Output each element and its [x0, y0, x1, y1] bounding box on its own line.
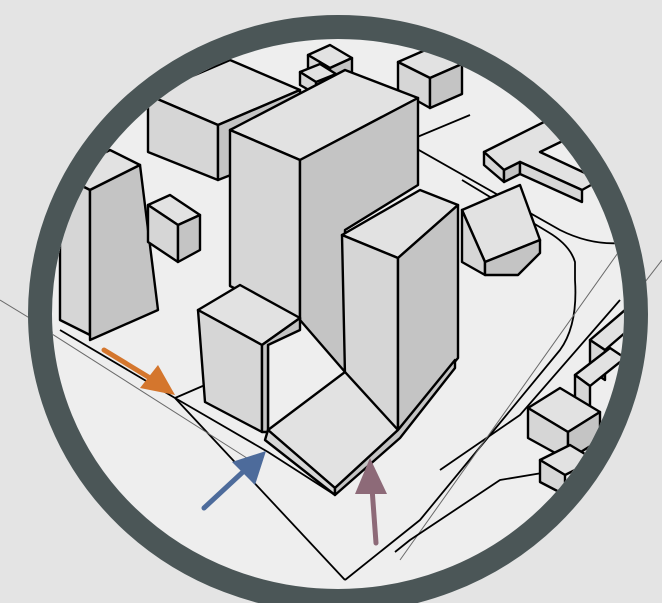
building-central-tower: [196, 68, 460, 497]
blue-arrow: [201, 451, 266, 511]
lens-ring: [28, 15, 648, 603]
orange-arrow: [101, 347, 175, 395]
building-right-mid: [460, 183, 542, 277]
plaza-outline: [174, 397, 336, 496]
building-top-right: [396, 46, 464, 110]
lens-content: [52, 39, 624, 589]
mauve-arrow: [355, 458, 387, 546]
building-left-small: [146, 193, 202, 264]
building-right-row: [526, 308, 624, 497]
building-right-l: [482, 118, 602, 204]
